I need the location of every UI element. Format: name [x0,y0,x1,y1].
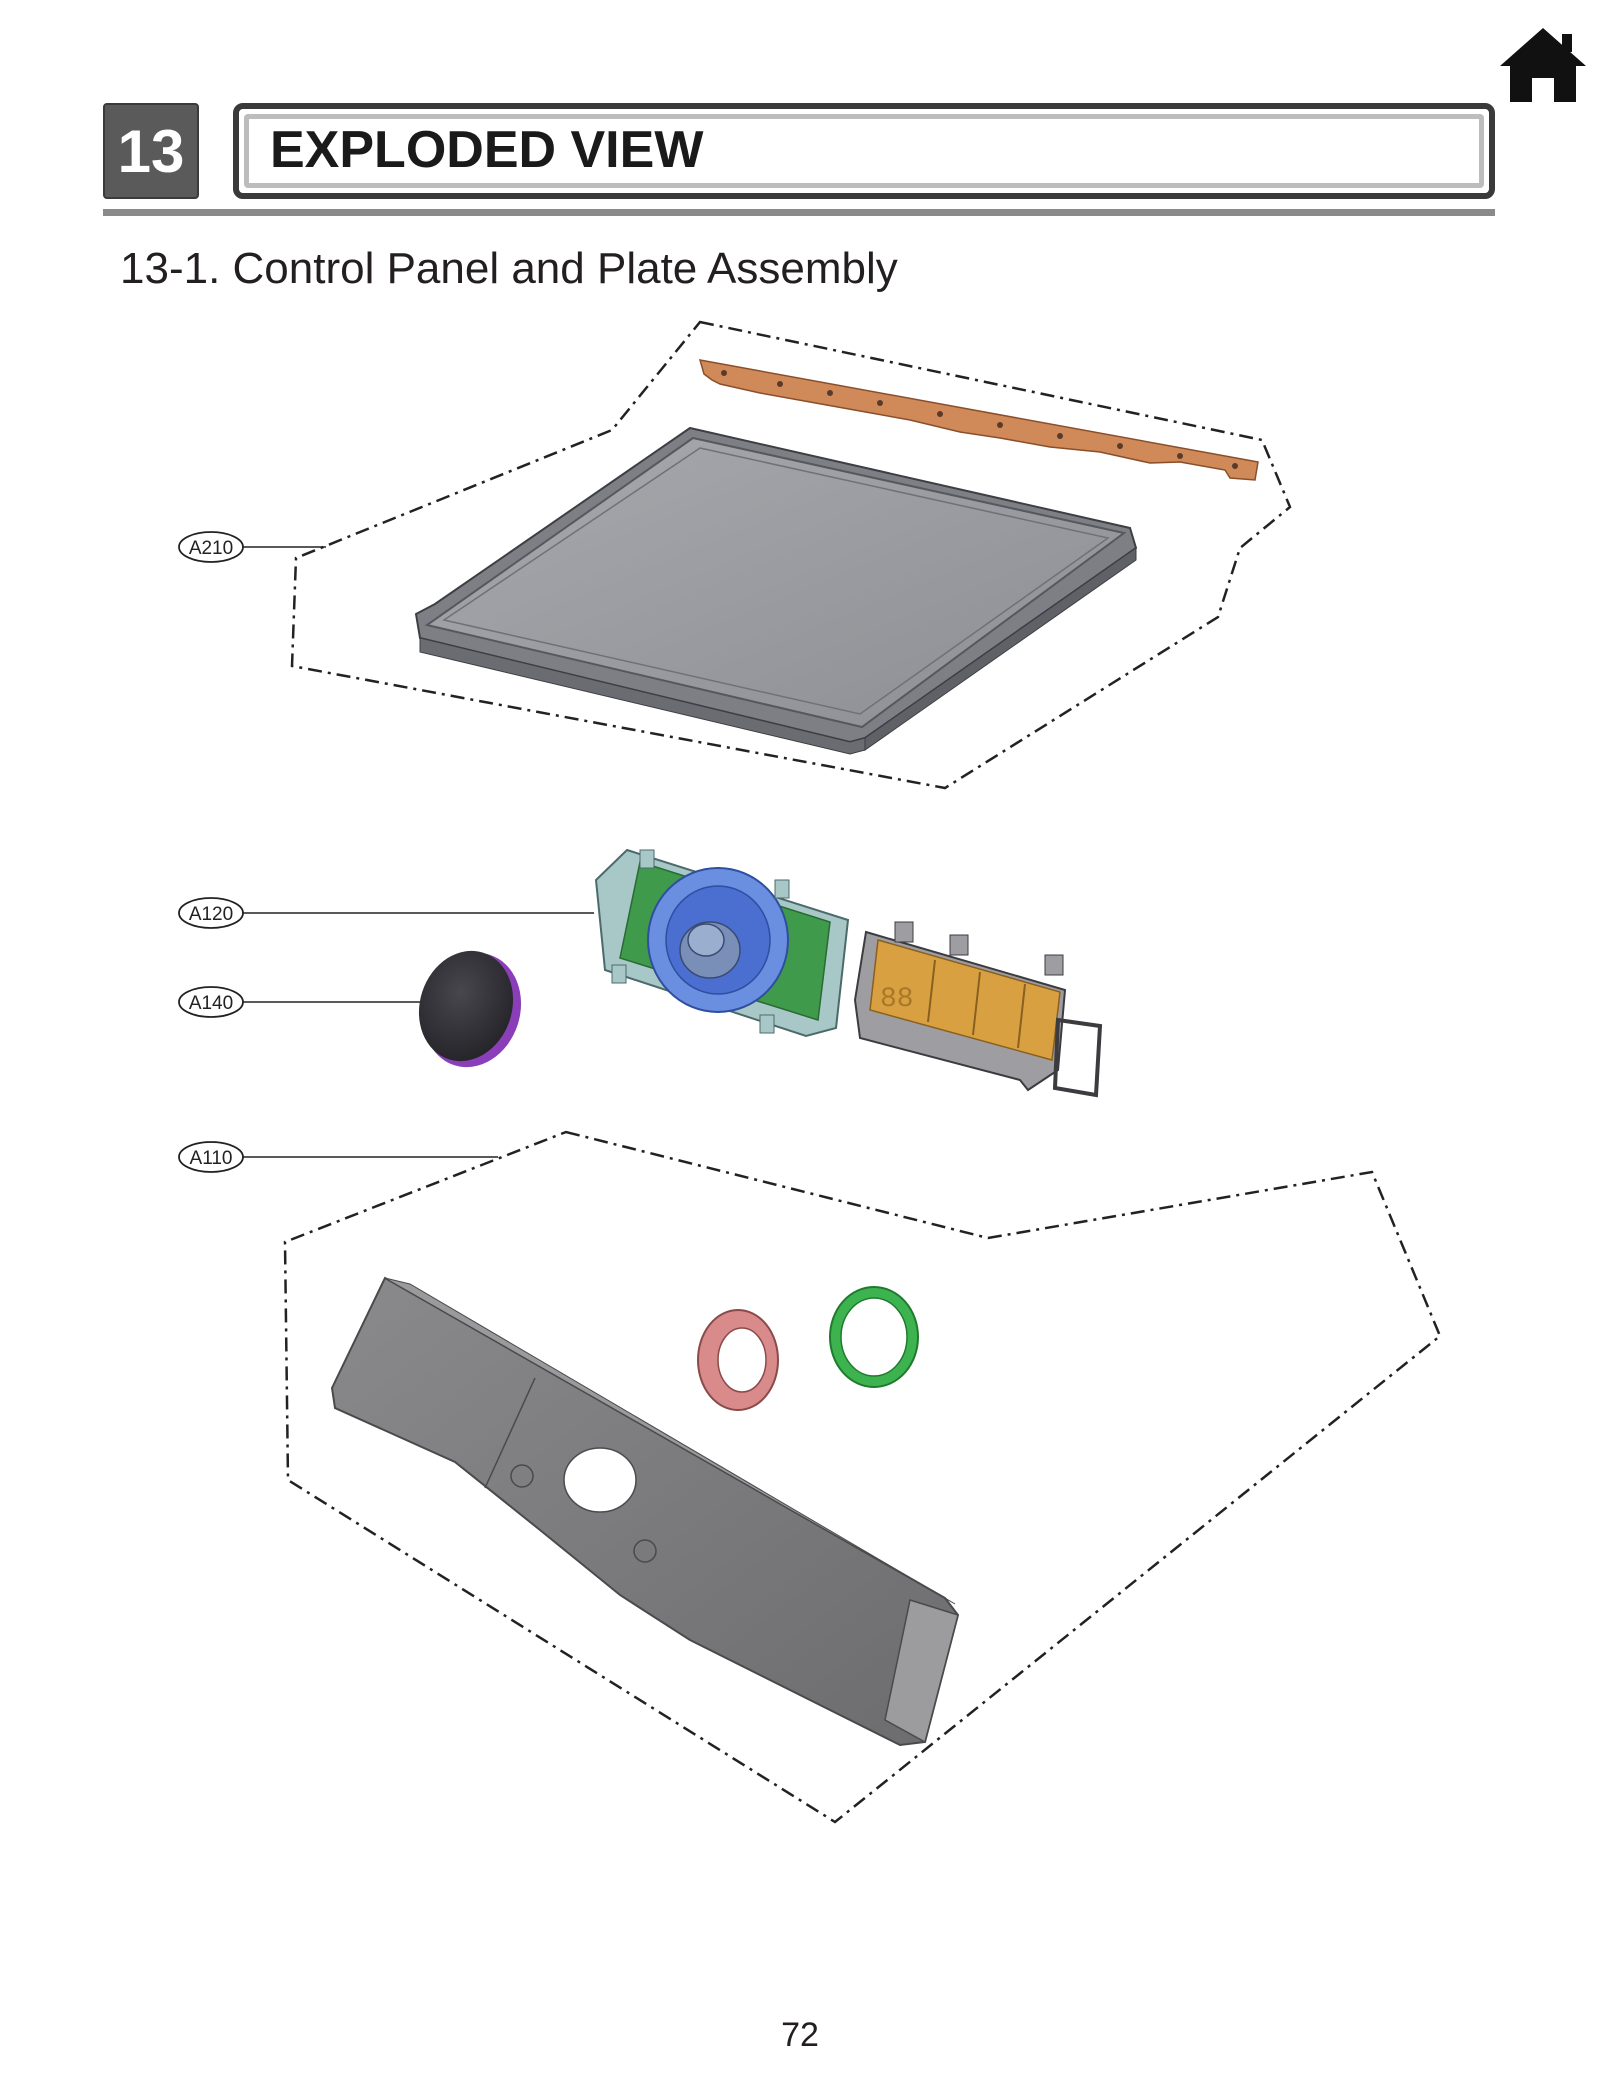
callout-a140: A140 [178,986,420,1018]
copper-strip [698,359,1259,481]
knob [418,950,522,1068]
pcb-assembly [594,848,850,1038]
display-digits: 88 [880,984,914,1015]
header-rule [103,209,1495,216]
top-plate-surface [424,436,1127,729]
callout-label-a110: A110 [190,1148,233,1169]
callout-a120: A120 [178,897,594,929]
control-panel [330,1276,960,1747]
subsection-title: 13-1. Control Panel and Plate Assembly [120,244,898,293]
green-ring [829,1286,919,1388]
callout-label-a140: A140 [189,993,233,1014]
section-title: EXPLODED VIEW [270,121,704,179]
callout-label-a120: A120 [189,904,233,925]
callout-a110: A110 [178,1141,498,1173]
callout-label-a210: A210 [189,538,233,559]
section-number: 13 [103,103,199,199]
plate-group-boundary [290,320,1292,790]
page-number: 72 [781,2016,819,2054]
panel-group-boundary [283,1130,1442,1824]
callout-a210: A210 [178,531,326,563]
home-icon[interactable] [1500,28,1586,102]
exploded-view-diagram: A210 88 A120 A140 [178,320,1442,1824]
section-title-frame [233,103,1495,199]
red-ring [697,1309,779,1411]
display-board: 88 [853,921,1103,1098]
